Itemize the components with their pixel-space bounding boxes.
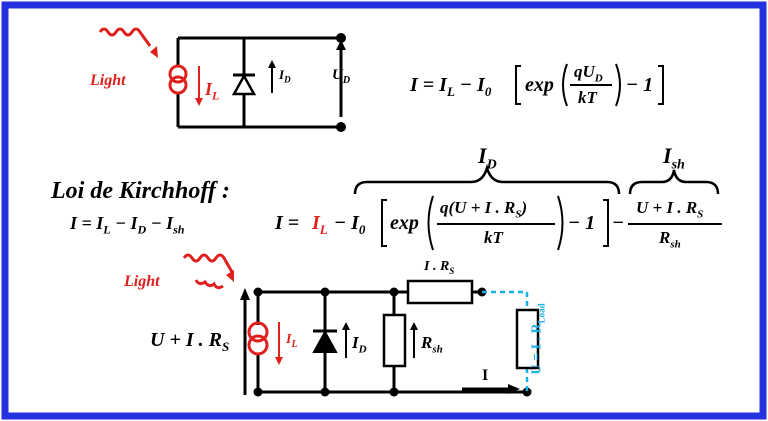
full-equation-lhs: I = — [275, 212, 300, 234]
full-equation-minus-one: − 1 — [568, 212, 596, 234]
full-eq-bracket-left — [381, 199, 387, 247]
top-equation-num: qUD — [574, 62, 603, 85]
top-terminal-bottom — [336, 122, 346, 132]
brace-ish-label: Ish — [663, 143, 685, 173]
load-wire-top — [482, 290, 529, 310]
top-terminal-top — [336, 33, 346, 43]
top-eq-paren-left — [562, 63, 568, 107]
bottom-voltage-label: U + I . RS — [150, 329, 230, 354]
full-equation-minus: − — [612, 212, 625, 234]
top-equation-den: kT — [578, 88, 597, 107]
output-current-label: I — [482, 367, 489, 384]
rs-label: I . RS — [424, 259, 455, 276]
top-eq-paren-right — [615, 63, 621, 107]
rsh-resistor — [382, 313, 407, 368]
top-light-arrowhead — [150, 46, 158, 58]
bottom-current-source — [247, 321, 283, 365]
bottom-il-label: IL — [286, 332, 298, 350]
full-eq-paren-left — [427, 195, 434, 251]
top-light-label: Light — [90, 72, 126, 89]
bottom-rsh-label: Rsh — [421, 333, 443, 356]
brace-id-label: ID — [478, 143, 497, 173]
bottom-light-wave2 — [194, 279, 224, 290]
full-equation-exp: exp — [390, 212, 419, 234]
bottom-light-arrowhead — [226, 270, 234, 282]
load-label: U = I . RLoad — [529, 303, 547, 375]
full-eq-paren-right — [557, 195, 564, 251]
full-equation-den: kT — [484, 228, 503, 247]
top-ud-label: UD — [332, 67, 351, 86]
full-eq-bracket-right — [603, 199, 609, 247]
top-diode — [231, 73, 257, 96]
top-circuit — [176, 36, 340, 129]
bottom-diode — [312, 329, 338, 353]
bottom-light-wave — [182, 253, 234, 273]
kirchhoff-equation: I = IL − ID − Ish — [70, 213, 185, 237]
load-resistor — [515, 308, 540, 370]
top-equation-lhs: I = IL − I0 — [410, 74, 492, 99]
bottom-light-label: Light — [124, 273, 160, 290]
full-equation-frac2-den: Rsh — [659, 228, 681, 251]
top-light-wave — [98, 27, 152, 47]
full-equation-frac2-num: U + I . RS — [636, 198, 704, 221]
top-equation-exp: exp — [525, 74, 554, 96]
top-current-source — [168, 64, 203, 106]
kirchhoff-title: Loi de Kirchhoff : — [51, 178, 230, 204]
bottom-id-label: ID — [352, 333, 367, 356]
top-equation-tail: − 1 — [626, 74, 654, 96]
top-eq-bracket-right — [658, 65, 664, 105]
ish-brace — [628, 169, 720, 195]
top-il-label: IL — [205, 79, 220, 103]
full-equation-i0: − I0 — [334, 212, 366, 237]
id-brace — [353, 163, 621, 195]
bottom-nodes — [253, 287, 532, 397]
full-equation-il: IL — [312, 212, 328, 237]
rs-resistor — [406, 279, 474, 305]
full-equation-num: q(U + I . RS) — [440, 198, 528, 221]
top-id-label: ID — [279, 67, 291, 85]
top-eq-bracket-left — [515, 65, 521, 105]
